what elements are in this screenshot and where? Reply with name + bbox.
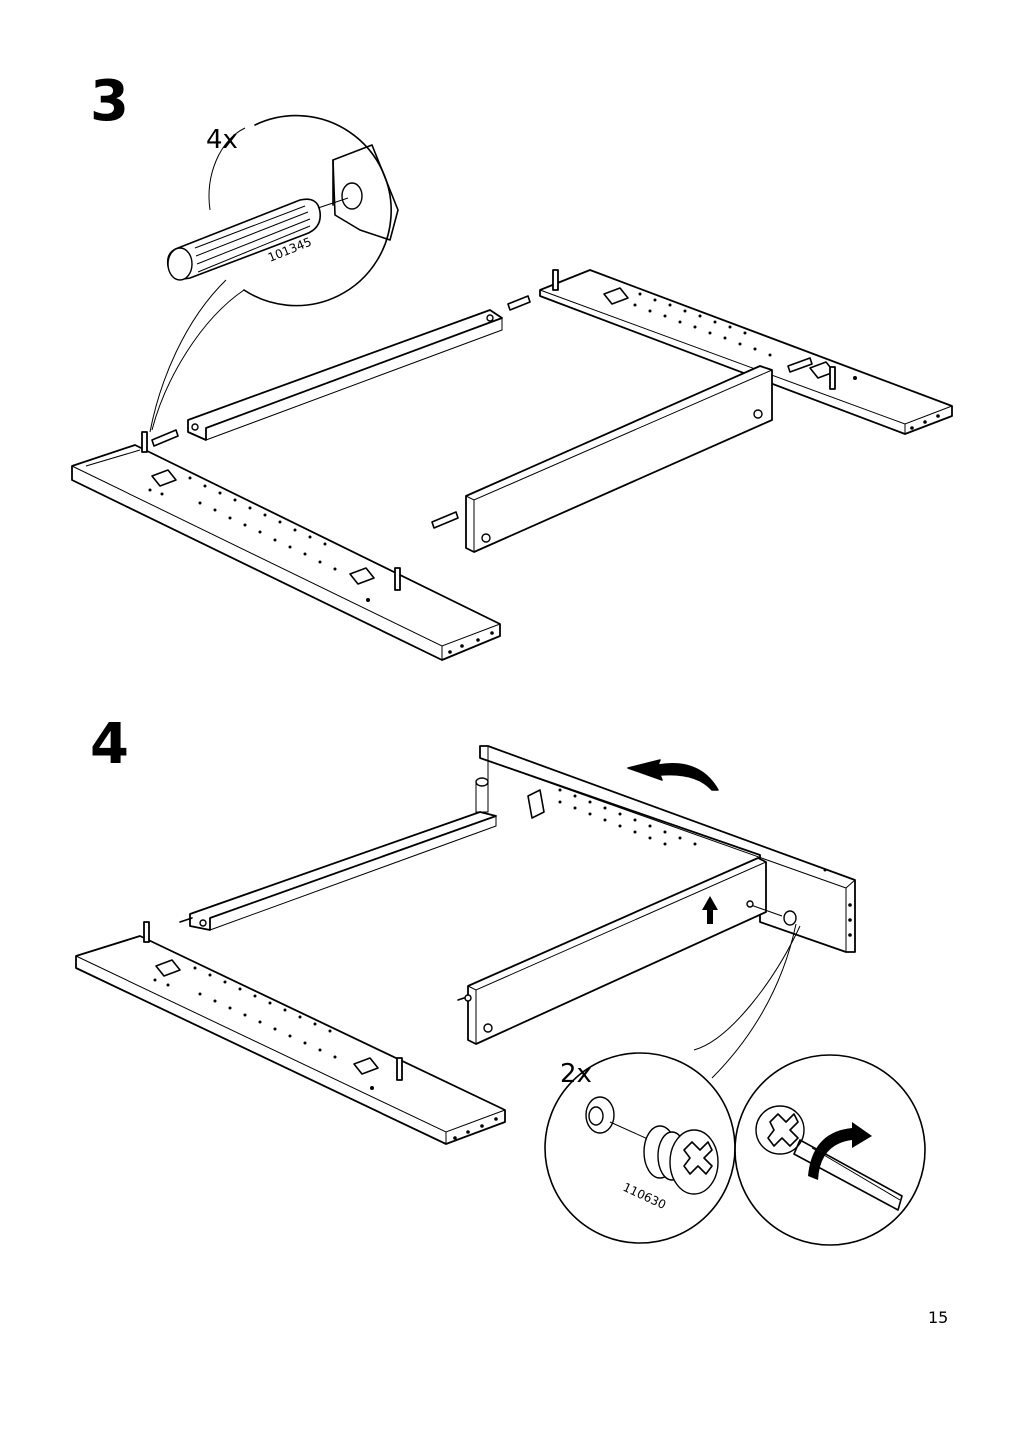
step-3-back-panel: [431, 365, 773, 553]
step-3-side-panel-right: [539, 269, 953, 435]
step-4-side-panel-left: [75, 921, 506, 1145]
step-4-part-number: 110630: [621, 1180, 668, 1212]
step-3-rail: [187, 295, 531, 441]
screwdriver-icon: [793, 1139, 903, 1211]
page-number: 15: [928, 1308, 948, 1327]
step-3-quantity: 4x: [206, 125, 238, 155]
up-arrow-icon: [702, 896, 718, 924]
step-4-cam-callout: 2x 110630: [544, 1052, 736, 1244]
step-3-dowel-callout: 101345: [149, 114, 399, 433]
step-3-number: 3: [90, 69, 129, 134]
step-4-number: 4: [90, 712, 129, 777]
cam-location: [693, 900, 801, 1079]
dowel-icon: [166, 198, 322, 281]
step-4-rail: [179, 811, 497, 931]
cam-lock-icon: [643, 1125, 719, 1195]
rotate-arrow-icon: [627, 759, 719, 791]
step-4-quantity: 2x: [560, 1059, 592, 1089]
step-4-tighten-callout: [734, 1054, 926, 1246]
step-3-part-number: 101345: [266, 235, 314, 265]
step-3-side-panel-left: [71, 429, 501, 661]
step-4-bottom-panel: [457, 857, 767, 1045]
